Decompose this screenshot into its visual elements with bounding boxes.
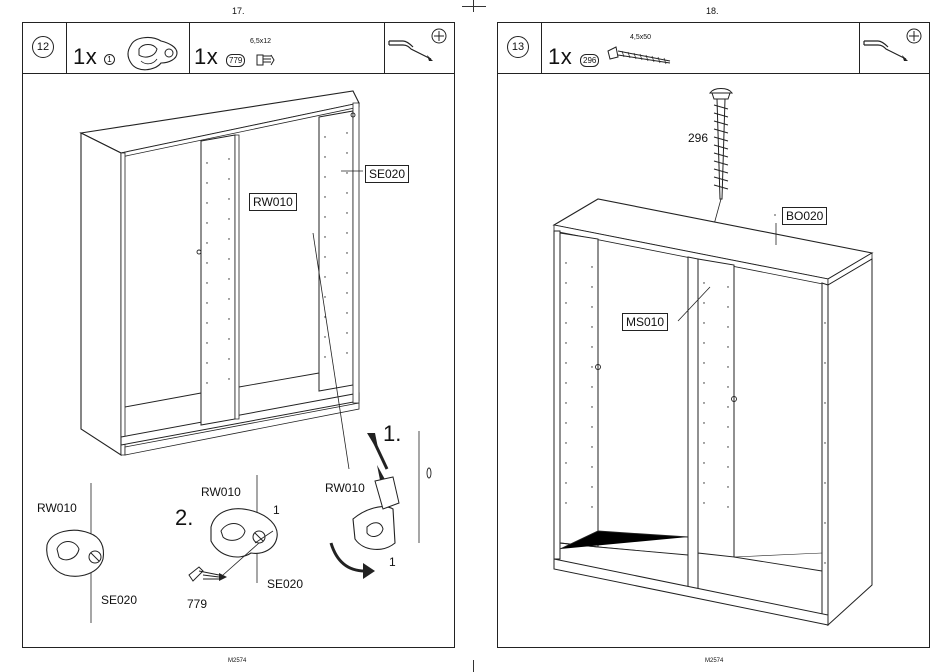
clip-number: 1 [389, 555, 396, 569]
part-label: RW010 [249, 193, 297, 211]
clip-number: 1 [273, 503, 280, 517]
crop-mark-top-h [462, 6, 486, 7]
panel-label: RW010 [325, 481, 365, 495]
panel-label: RW010 [37, 501, 77, 515]
instruction-panel-right: 13 1x 296 4,5x50 [497, 22, 930, 648]
panel-label: SE020 [267, 577, 303, 591]
crop-mark-bottom [473, 660, 474, 672]
wardrobe-illustration [23, 23, 456, 643]
step-2-label: 2. [175, 505, 193, 531]
step-1-label: 1. [383, 421, 401, 447]
footer-code: M2574 [705, 658, 723, 664]
part-label: SE020 [365, 165, 409, 183]
panel-label: SE020 [101, 593, 137, 607]
part-label: MS010 [622, 313, 668, 331]
panel-label: RW010 [201, 485, 241, 499]
footer-code: M2574 [228, 658, 246, 664]
screw-number: 779 [187, 597, 207, 611]
page-number: 17. [232, 6, 245, 16]
wardrobe-illustration [498, 23, 931, 643]
instruction-panel-left: 12 1x 1 1x 779 6,5x12 [22, 22, 455, 648]
page-number: 18. [706, 6, 719, 16]
screw-number: 296 [688, 131, 708, 145]
part-label: BO020 [782, 207, 827, 225]
